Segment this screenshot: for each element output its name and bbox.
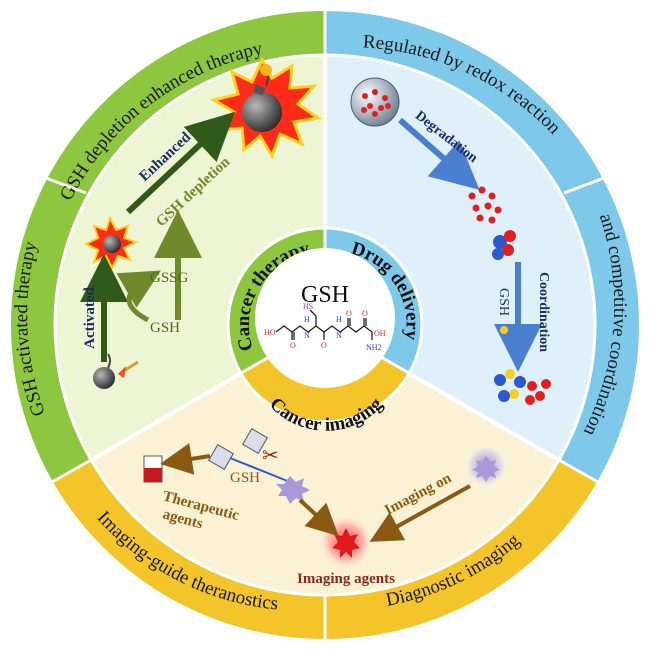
atom-o3: O	[346, 309, 352, 318]
nanoparticle-sphere	[350, 77, 400, 127]
metal-complex-top	[492, 230, 516, 260]
atom-nh2: NH2	[366, 343, 382, 352]
bomb-small-icon	[103, 235, 121, 253]
atom-oh: OH	[374, 329, 386, 338]
bomb-large-icon	[242, 92, 282, 132]
label-activated: Activated	[82, 287, 98, 349]
label-gsh-therapy: GSH	[150, 320, 180, 336]
activated-dye-icon	[472, 456, 500, 482]
gsh-molecule	[275, 309, 373, 340]
vial-icon	[143, 455, 163, 483]
atom-n2: N	[336, 331, 342, 340]
bomb-bottom-icon	[93, 367, 115, 389]
atom-o1: O	[290, 341, 296, 350]
atom-o4: O	[362, 309, 368, 318]
probe-box-icon	[242, 428, 268, 454]
imaging-on-arrow	[369, 484, 471, 542]
atom-n1: N	[304, 331, 310, 340]
center-title: GSH	[301, 282, 349, 308]
imaging-agent-icon	[332, 528, 360, 558]
outer-ring-dividers	[45, 10, 605, 640]
lighter-icon	[118, 360, 139, 378]
enhanced-arrow	[125, 111, 236, 215]
to-therapeutic-arrow	[160, 443, 211, 475]
label-coordination: Coordination	[536, 272, 551, 352]
label-imaging-agents: Imaging agents	[297, 571, 395, 587]
spark-icon	[260, 64, 272, 76]
gsh-molecule-dot	[500, 326, 508, 334]
quenched-dye-icon	[276, 476, 310, 504]
atom-o2: O	[321, 341, 327, 350]
label-gsh-imaging: GSH	[230, 470, 260, 486]
metal-complex-bottom	[494, 369, 551, 405]
to-imaging-agent-arrow	[298, 498, 339, 537]
scissors-icon: ✂	[262, 445, 279, 467]
atom-hs: HS	[303, 302, 313, 311]
label-gssg: GSSG	[150, 270, 189, 286]
atom-h1: H	[304, 315, 310, 324]
degradation-arrow	[398, 117, 480, 190]
gsh-to-gssg-curve	[116, 270, 161, 323]
drug-dots	[361, 89, 391, 117]
center-hub: GSH HS HO O N H O N H O O OH NH2	[255, 248, 395, 388]
released-drug-dots	[468, 186, 502, 224]
atom-ho: HO	[264, 328, 276, 337]
label-gsh-delivery: GSH	[496, 288, 511, 316]
atom-h2: H	[336, 315, 342, 324]
